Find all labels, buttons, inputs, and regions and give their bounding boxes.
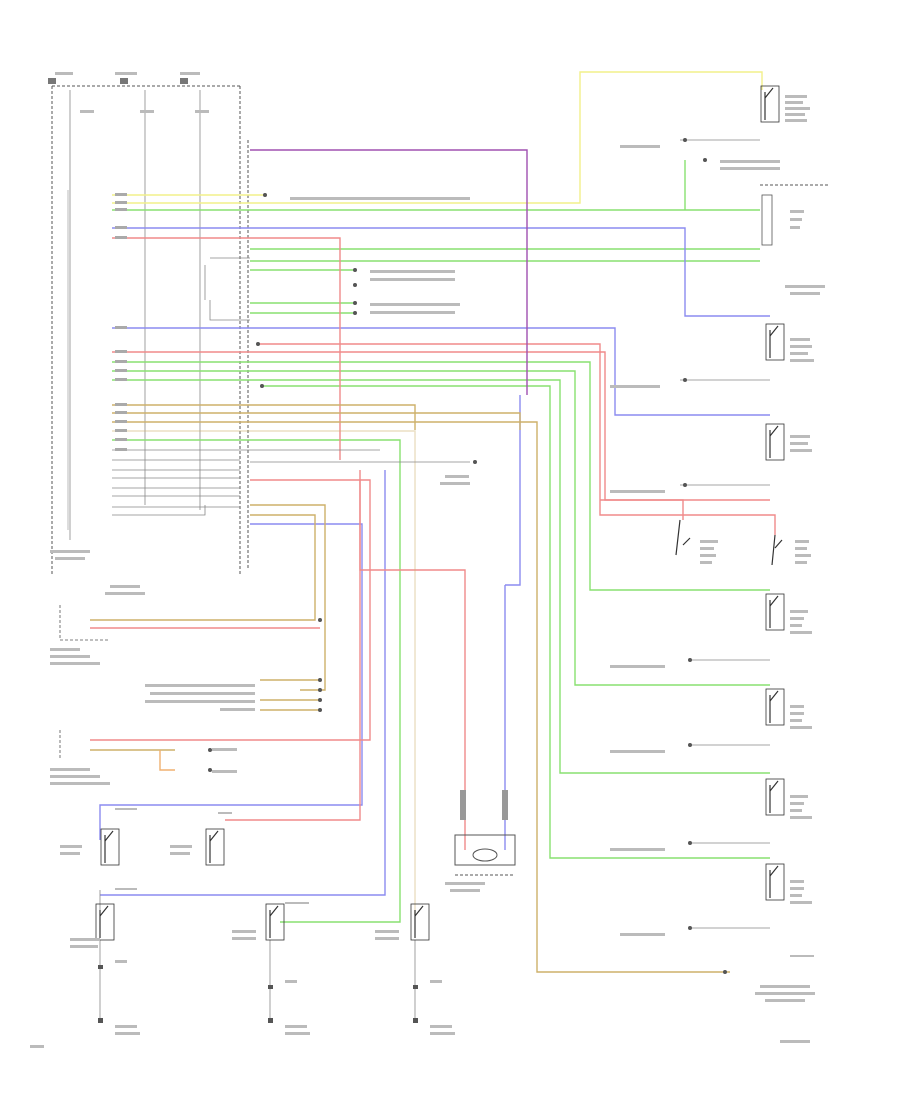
door-switch-icon xyxy=(95,85,785,941)
wire-ticks xyxy=(115,193,127,451)
connector-dots xyxy=(208,138,727,974)
switch-contacts xyxy=(675,519,783,566)
security-siren-icon xyxy=(454,790,516,876)
central-processing-unit xyxy=(48,78,249,575)
harness-labels xyxy=(30,72,780,1048)
component-labels xyxy=(700,95,825,1043)
relay-box xyxy=(760,184,830,246)
ground-terminal-icon xyxy=(98,965,418,1023)
wire-harness xyxy=(90,71,776,1020)
fuse-icon xyxy=(59,605,110,760)
